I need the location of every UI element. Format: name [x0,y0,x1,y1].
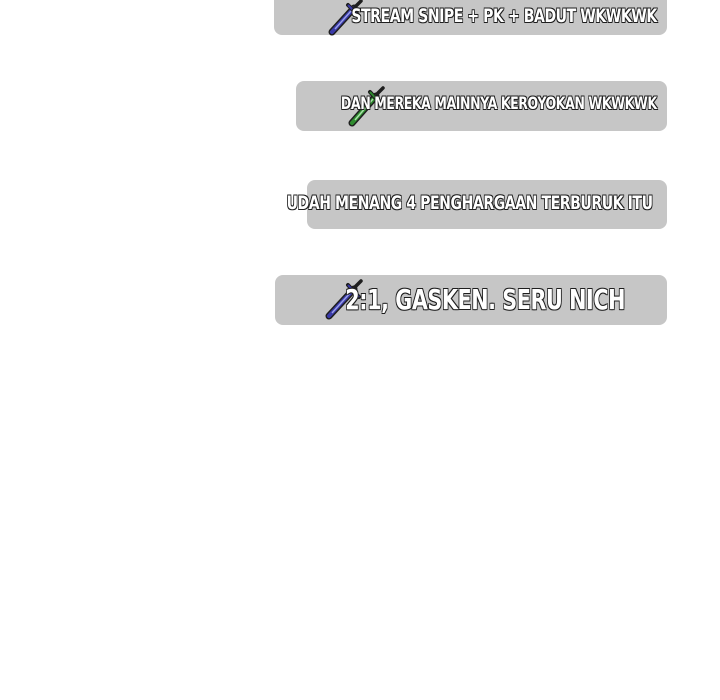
message-text: DAN MEREKA MAINNYA KEROYOKAN WKWKWK [341,94,658,115]
message-text: STREAM SNIPE + PK + BADUT WKWKWK [351,5,658,28]
chat-bubble-2: DAN MEREKA MAINNYA KEROYOKAN WKWKWK [296,81,667,131]
message-text: 2:1, GASKEN. SERU NICH [345,283,626,317]
sword-icon [325,279,363,320]
chat-bubble-4: 2:1, GASKEN. SERU NICH [275,275,667,325]
chat-bubble-1: STREAM SNIPE + PK + BADUT WKWKWK [274,0,667,36]
chat-bubble-3: UDAH MENANG 4 PENGHARGAAN TERBURUK ITU [287,180,667,229]
sword-icon [348,86,385,127]
sword-icon [328,0,363,36]
message-text: UDAH MENANG 4 PENGHARGAAN TERBURUK ITU [287,192,654,215]
